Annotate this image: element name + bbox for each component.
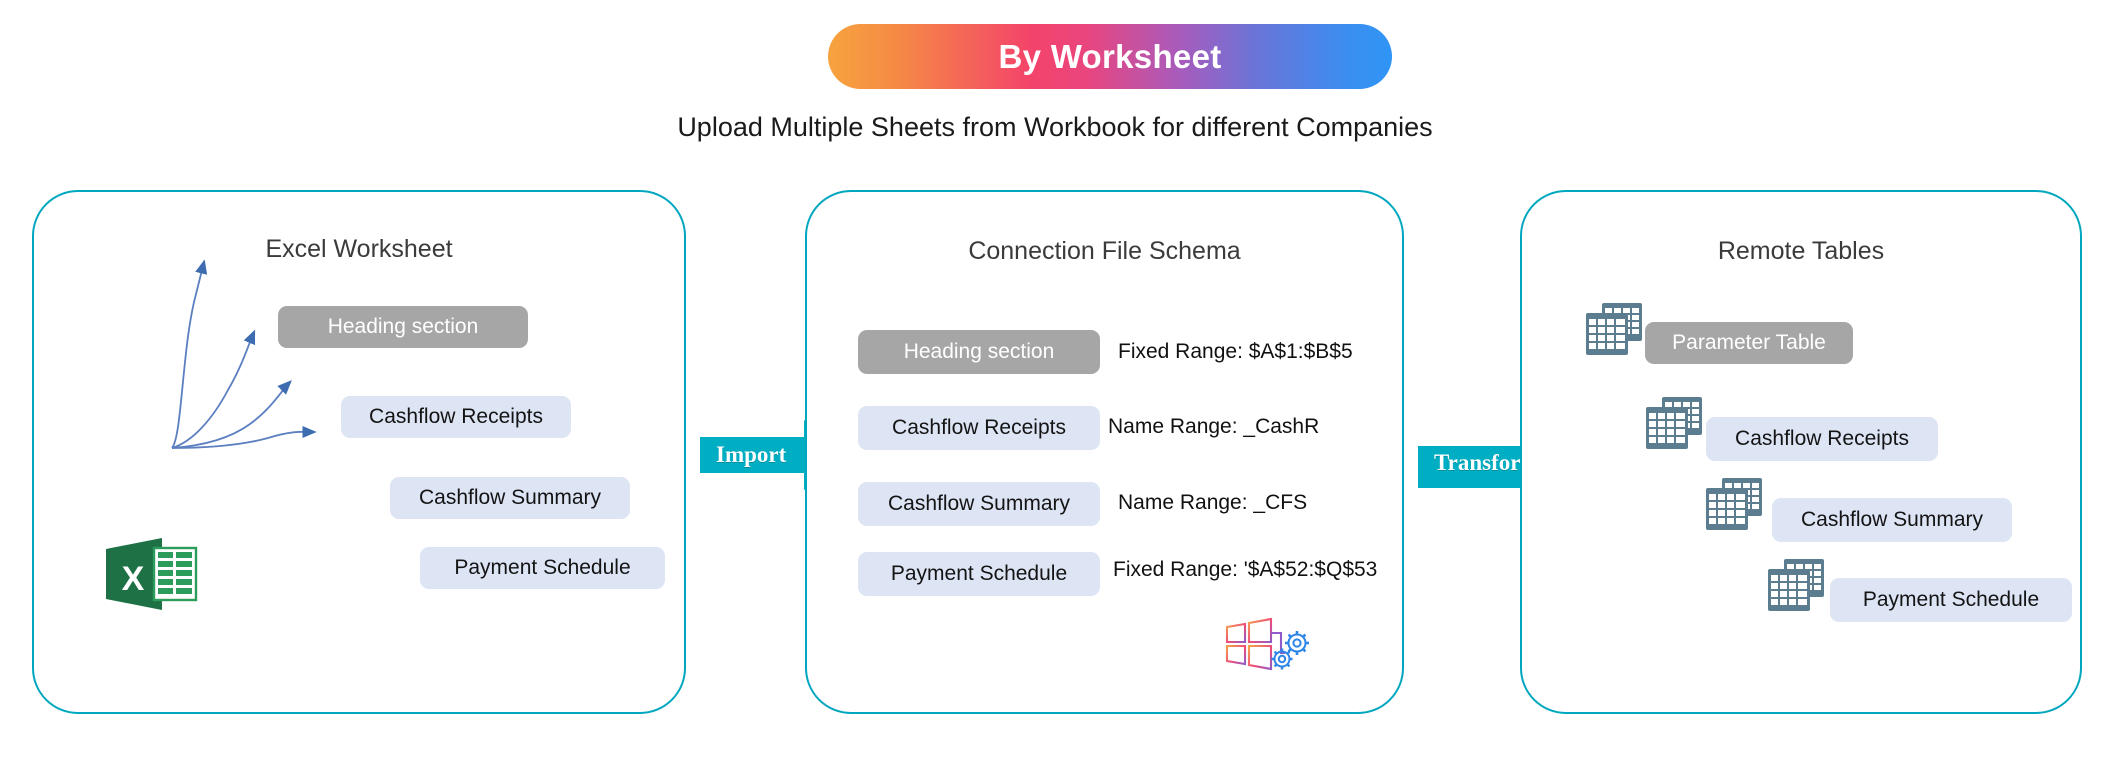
- import-arrow-label: Import: [716, 442, 787, 467]
- remote-table-label: Payment Schedule: [1862, 588, 2040, 611]
- schema-item-payment-schedule[interactable]: Payment Schedule: [858, 552, 1100, 596]
- svg-text:X: X: [122, 560, 145, 598]
- remote-table-label: Parameter Table: [1672, 331, 1826, 354]
- schema-item-label: Cashflow Summary: [887, 492, 1071, 515]
- table-stack-icon: [1706, 478, 1762, 530]
- remote-table-payment-schedule[interactable]: Payment Schedule: [1830, 578, 2072, 622]
- worksheet-item-label: Payment Schedule: [454, 556, 631, 579]
- panel-connection-file-schema: Connection File Schema: [805, 190, 1404, 714]
- table-stack-icon: [1768, 559, 1824, 611]
- panel-title-connection-file-schema: Connection File Schema: [968, 237, 1241, 265]
- connector-payment: [171, 425, 317, 449]
- worksheet-item-payment-schedule[interactable]: Payment Schedule: [420, 547, 665, 589]
- worksheet-item-cashflow-receipts[interactable]: Cashflow Receipts: [341, 396, 571, 438]
- page-title: By Worksheet: [998, 37, 1222, 75]
- schema-item-label: Heading section: [903, 340, 1055, 363]
- schema-gears-icon: [1225, 615, 1315, 680]
- remote-table-label: Cashflow Summary: [1800, 508, 1984, 531]
- worksheet-item-cashflow-summary[interactable]: Cashflow Summary: [390, 477, 630, 519]
- schema-item-cashflow-receipts[interactable]: Cashflow Receipts: [858, 406, 1100, 450]
- remote-table-parameter-table[interactable]: Parameter Table: [1645, 322, 1853, 364]
- schema-range-cashflow-summary: Name Range: _CFS: [1118, 491, 1308, 514]
- table-stack-icon: [1646, 397, 1702, 449]
- panel-title-remote-tables: Remote Tables: [1717, 237, 1885, 265]
- connector-summary: [171, 380, 292, 449]
- schema-range-payment-schedule: Fixed Range: '$A$52:$Q$53: [1113, 558, 1378, 581]
- page-subtitle: Upload Multiple Sheets from Workbook for…: [677, 112, 1433, 142]
- remote-table-cashflow-receipts[interactable]: Cashflow Receipts: [1706, 417, 1938, 461]
- page-title-banner: By Worksheet: [828, 24, 1392, 89]
- schema-range-heading-section: Fixed Range: $A$1:$B$5: [1118, 340, 1353, 363]
- table-stack-icon: [1586, 303, 1642, 355]
- schema-item-label: Payment Schedule: [890, 562, 1068, 585]
- excel-file-icon: X: [104, 535, 199, 613]
- schema-item-cashflow-summary[interactable]: Cashflow Summary: [858, 482, 1100, 526]
- worksheet-item-label: Cashflow Summary: [418, 486, 602, 509]
- schema-range-cashflow-receipts: Name Range: _CashR: [1108, 415, 1320, 438]
- schema-item-label: Cashflow Receipts: [892, 416, 1066, 439]
- connector-heading: [171, 259, 208, 449]
- panel-excel-worksheet: Excel Worksheet: [32, 190, 686, 714]
- worksheet-item-label: Cashflow Receipts: [369, 405, 543, 428]
- worksheet-item-label: Heading section: [327, 315, 479, 338]
- remote-table-cashflow-summary[interactable]: Cashflow Summary: [1772, 498, 2012, 542]
- connector-receipts: [171, 329, 256, 449]
- worksheet-item-heading-section[interactable]: Heading section: [278, 306, 528, 348]
- remote-table-label: Cashflow Receipts: [1735, 427, 1909, 450]
- panel-title-excel-worksheet: Excel Worksheet: [265, 235, 453, 263]
- schema-item-heading-section[interactable]: Heading section: [858, 330, 1100, 374]
- left-connector-arrows: [171, 259, 317, 449]
